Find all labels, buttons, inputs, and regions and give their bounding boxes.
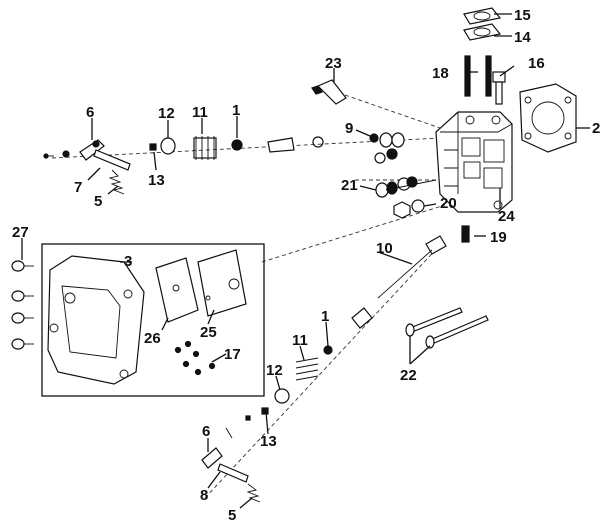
spark-plug — [311, 79, 347, 105]
callout-16: 16 — [528, 55, 545, 72]
callout-15: 15 — [514, 7, 531, 24]
callout-23: 23 — [325, 55, 342, 72]
callout-19: 19 — [490, 229, 507, 246]
callout-25: 25 — [200, 324, 217, 341]
exhaust-gasket-and-flange — [463, 7, 502, 41]
cylinder-head-cover — [47, 255, 145, 385]
callout-12-lower: 12 — [266, 362, 283, 379]
callout-6-upper: 6 — [86, 104, 94, 121]
lower-valve-train — [201, 307, 373, 503]
callout-7: 7 — [74, 179, 82, 196]
callout-21: 21 — [341, 177, 358, 194]
callout-12-upper: 12 — [158, 105, 175, 122]
callout-13-lower: 13 — [260, 433, 277, 450]
callout-24: 24 — [498, 208, 515, 225]
callout-labels: 15 14 18 16 2 23 6 12 11 1 9 7 5 13 21 2… — [12, 7, 600, 523]
callout-10: 10 — [376, 240, 393, 257]
callout-18: 18 — [432, 65, 449, 82]
callout-6-lower: 6 — [202, 423, 210, 440]
head-gasket — [519, 83, 577, 153]
callout-26: 26 — [144, 330, 161, 347]
head-bolts — [405, 307, 489, 349]
callout-14: 14 — [514, 29, 531, 46]
cover-inset-frame — [41, 243, 265, 397]
dowel-pin — [461, 225, 470, 243]
tensioner-parts — [375, 176, 437, 219]
callout-27: 27 — [12, 224, 29, 241]
callout-1-upper: 1 — [232, 102, 240, 119]
callout-22: 22 — [400, 367, 417, 384]
leader-lines — [21, 13, 590, 509]
cover-plate-25 — [197, 249, 247, 317]
callout-11-upper: 11 — [192, 104, 208, 121]
cover-bolts — [11, 260, 34, 350]
callout-1-lower: 1 — [321, 308, 329, 325]
valve — [377, 235, 447, 299]
callout-3: 3 — [124, 253, 132, 270]
cylinder-head — [435, 111, 513, 213]
callout-5-upper: 5 — [94, 193, 102, 210]
callout-5-lower: 5 — [228, 507, 236, 523]
upper-valve-train — [43, 132, 405, 195]
small-screws-17 — [174, 340, 216, 376]
callout-9: 9 — [345, 120, 353, 137]
callout-2: 2 — [592, 120, 600, 137]
callout-8: 8 — [200, 487, 208, 504]
cover-plate-26 — [155, 257, 199, 323]
callout-11-lower: 11 — [292, 332, 308, 349]
stud-bolts — [464, 55, 492, 97]
callout-17: 17 — [224, 346, 241, 363]
callout-20: 20 — [440, 195, 457, 212]
temperature-sensor — [492, 71, 506, 105]
callout-13-upper: 13 — [148, 172, 165, 189]
